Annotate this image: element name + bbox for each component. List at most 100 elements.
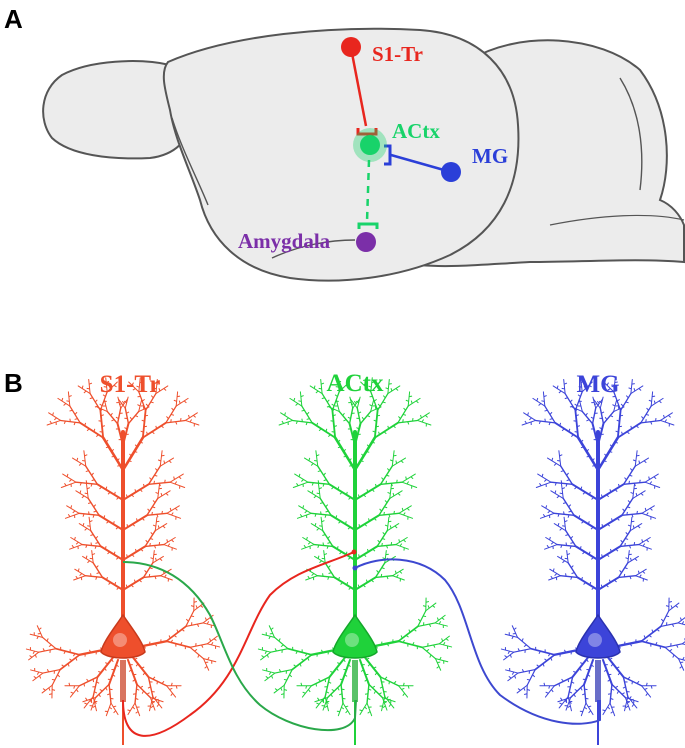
dendritic-spine [209, 638, 212, 642]
dendritic-spine [341, 688, 345, 691]
dendritic-spine [601, 554, 603, 558]
dendritic-spine [614, 489, 618, 492]
dendritic-spine [330, 693, 333, 698]
dendrite-segment [289, 397, 303, 407]
dendritic-spine [563, 382, 568, 385]
dendritic-spine [86, 487, 91, 490]
dendritic-spine [334, 394, 338, 397]
dendritic-spine [113, 491, 116, 495]
dendritic-spine [371, 441, 376, 444]
dendritic-spine [569, 399, 573, 403]
dendritic-spine [590, 416, 594, 419]
dendritic-spine [550, 575, 553, 579]
dendritic-spine [375, 483, 377, 488]
dendritic-spine [132, 693, 137, 695]
dendritic-spine [366, 489, 369, 493]
dendritic-spine [364, 523, 368, 527]
dendrite-segment [69, 685, 80, 698]
dendritic-spine [317, 480, 320, 484]
dendritic-spine [660, 618, 664, 622]
dendritic-spine [507, 650, 511, 655]
dendrite-segment [338, 381, 350, 393]
dendritic-spine [631, 703, 635, 707]
dendritic-spine [583, 582, 587, 585]
dendritic-spine [105, 439, 109, 443]
dendritic-spine [86, 678, 89, 682]
dendritic-spine [584, 706, 588, 710]
dendrite-segment [333, 436, 357, 472]
dendrite-segment [99, 545, 124, 561]
dendritic-spine [412, 642, 415, 646]
dendrite-segment [310, 523, 324, 532]
dendritic-spine [264, 650, 268, 655]
dendritic-spine [425, 414, 428, 418]
dendritic-spine [322, 534, 326, 536]
dendritic-spine [116, 458, 120, 462]
dendritic-spine [92, 514, 95, 518]
dendritic-spine [565, 534, 569, 536]
dendritic-spine [532, 674, 536, 678]
dendritic-spine [207, 656, 210, 660]
dendrite-segment [677, 622, 685, 626]
dendritic-spine [645, 692, 648, 697]
dendritic-spine [308, 457, 311, 461]
dendritic-spine [542, 513, 546, 517]
dendritic-spine [338, 520, 342, 524]
dendrite-segment [25, 648, 40, 653]
dendrite-segment [616, 409, 622, 439]
dendritic-spine [51, 678, 55, 681]
dendritic-spine [281, 420, 285, 424]
dendritic-spine [156, 703, 160, 707]
dendritic-spine [524, 420, 528, 424]
dendrite-segment [319, 497, 332, 517]
dendrite-segment [106, 410, 119, 425]
dendritic-spine [315, 683, 318, 687]
dendritic-spine [582, 491, 586, 495]
dendritic-spine [338, 576, 340, 581]
dendrite-segment [641, 505, 655, 514]
dendrite-segment [146, 512, 168, 517]
dendritic-spine [93, 428, 96, 432]
dendritic-spine [306, 536, 308, 540]
dendritic-spine [347, 664, 351, 668]
dendritic-spine [293, 664, 297, 668]
dendrite-segment [391, 457, 407, 467]
dendrite-segment [146, 497, 159, 517]
dendritic-spine [630, 557, 632, 561]
dendritic-spine [129, 416, 133, 420]
dendritic-spine [337, 486, 340, 490]
dendritic-spine [61, 664, 65, 668]
dendritic-spine [348, 587, 352, 590]
dendrite-segment [571, 654, 591, 678]
dendrite-segment [328, 654, 348, 678]
dendritic-spine [384, 506, 388, 509]
dendritic-spine [154, 643, 158, 647]
dendritic-spine [29, 655, 33, 658]
dendritic-spine [330, 420, 334, 422]
axon-initial-segment [595, 660, 601, 702]
dendritic-spine [76, 457, 79, 461]
dendritic-spine [618, 483, 620, 488]
dendritic-spine [387, 425, 390, 429]
dendritic-spine [381, 567, 385, 570]
dendritic-spine [579, 546, 582, 550]
dendrite-segment [273, 636, 289, 650]
dendritic-spine [386, 468, 390, 472]
dendrite-segment [539, 512, 555, 519]
dendritic-spine [90, 483, 93, 487]
dendritic-spine [395, 460, 398, 464]
dendritic-spine [609, 657, 613, 660]
dendritic-spine [77, 568, 80, 572]
dendritic-spine [629, 545, 632, 549]
dendritic-spine [164, 479, 166, 483]
dendrite-segment [374, 562, 386, 579]
dendrite-segment [366, 702, 373, 717]
dendritic-spine [93, 504, 97, 508]
neuron-mg [500, 377, 685, 745]
dendrite-segment [91, 550, 94, 564]
dendrite-segment [434, 614, 446, 624]
dendritic-spine [591, 587, 595, 590]
dendritic-spine [81, 495, 85, 499]
mg-axon [354, 558, 601, 725]
dendrite-segment [328, 406, 340, 413]
